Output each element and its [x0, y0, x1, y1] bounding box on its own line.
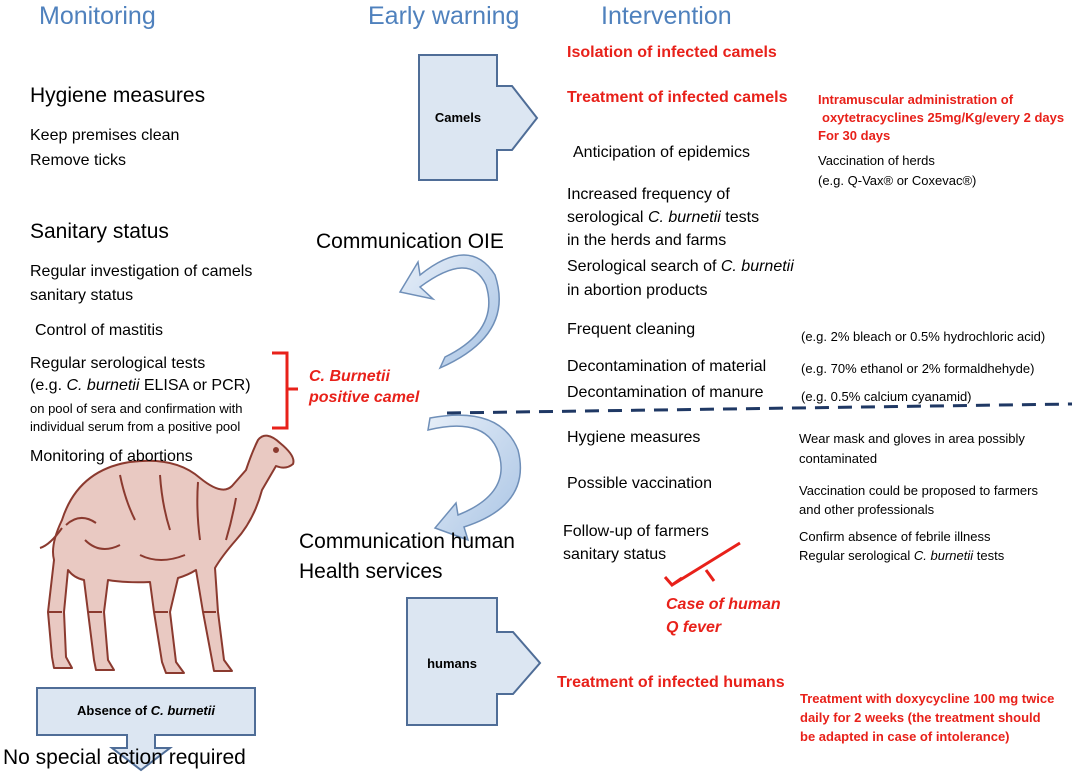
communication-human-line-1: Communication human: [299, 530, 515, 553]
serology-line-2: (e.g. C. burnetii ELISA or PCR): [30, 377, 251, 394]
treatment-camels-detail-3: For 30 days: [818, 128, 891, 143]
isolation-camels: Isolation of infected camels: [567, 44, 777, 61]
decon-manure-detail: (e.g. 0.5% calcium cyanamid): [801, 389, 972, 404]
positive-camel-line-2: positive camel: [309, 389, 420, 406]
header-early-warning: Early warning: [368, 2, 520, 30]
hygiene-title: Hygiene measures: [30, 84, 206, 107]
mastitis-control: Control of mastitis: [35, 322, 164, 339]
absence-box: [36, 687, 256, 772]
humans-box-label: humans: [427, 656, 477, 671]
treatment-camels-detail-2: oxytetracyclines 25mg/Kg/every 2 days: [822, 110, 1065, 125]
serology-line-3: on pool of sera and confirmation with: [30, 401, 243, 416]
followup-1: Follow-up of farmers: [563, 523, 709, 540]
case-human-1: Case of human: [666, 596, 781, 613]
frequent-cleaning: Frequent cleaning: [567, 321, 696, 338]
camels-box-label: Camels: [434, 110, 482, 125]
possible-vaccination-detail-1: Vaccination could be proposed to farmers: [799, 483, 1038, 498]
communication-oie: Communication OIE: [316, 230, 504, 253]
case-human-2: Q fever: [666, 619, 722, 636]
hygiene-human: Hygiene measures: [567, 429, 701, 446]
increased-freq-1: Increased frequency of: [567, 186, 730, 203]
treatment-humans: Treatment of infected humans: [557, 674, 785, 691]
treatment-camels-detail-1: Intramuscular administration of: [818, 92, 1014, 107]
serological-search-1: Serological search of C. burnetii: [567, 258, 794, 275]
frequent-cleaning-detail: (e.g. 2% bleach or 0.5% hydrochloric aci…: [801, 329, 1046, 344]
curved-arrow-oie: [398, 254, 500, 370]
treatment-humans-detail-3: be adapted in case of intolerance): [800, 729, 1010, 744]
camel-illustration: [39, 434, 295, 674]
communication-human-line-2: Health services: [299, 560, 443, 583]
treatment-humans-detail-2: daily for 2 weeks (the treatment should: [800, 710, 1041, 725]
vaccination-herds-2: (e.g. Q-Vax® or Coxevac®): [818, 173, 977, 188]
positive-camel-line-1: C. Burnetii: [309, 368, 390, 385]
serological-search-2: in abortion products: [567, 282, 708, 299]
sanitary-item-1b: sanitary status: [30, 287, 134, 304]
header-monitoring: Monitoring: [39, 2, 156, 30]
serology-line-4: individual serum from a positive pool: [30, 419, 241, 434]
vaccination-herds-1: Vaccination of herds: [818, 153, 935, 168]
no-special-action: No special action required: [3, 746, 246, 769]
camels-block-arrow: [418, 54, 539, 181]
hygiene-human-detail-1: Wear mask and gloves in area possibly: [799, 431, 1025, 446]
increased-freq-3: in the herds and farms: [567, 232, 727, 249]
red-bracket-serology: [272, 351, 298, 430]
header-intervention: Intervention: [601, 2, 732, 30]
decon-manure: Decontamination of manure: [567, 384, 764, 401]
followup-2: sanitary status: [563, 546, 667, 563]
humans-block-arrow: [406, 597, 542, 726]
followup-detail-1: Confirm absence of febrile illness: [799, 529, 991, 544]
possible-vaccination: Possible vaccination: [567, 475, 712, 492]
treatment-humans-detail-1: Treatment with doxycycline 100 mg twice: [800, 691, 1055, 706]
curved-arrow-human: [427, 414, 522, 542]
treatment-camels: Treatment of infected camels: [567, 89, 788, 106]
hygiene-item-2: Remove ticks: [30, 152, 127, 169]
possible-vaccination-detail-2: and other professionals: [799, 502, 935, 517]
red-bracket-followup: [663, 541, 741, 588]
monitoring-abortions: Monitoring of abortions: [30, 448, 193, 465]
hygiene-item-1: Keep premises clean: [30, 127, 180, 144]
decon-material-detail: (e.g. 70% ethanol or 2% formaldhehyde): [801, 361, 1035, 376]
dashed-divider: [446, 402, 1073, 415]
decon-material: Decontamination of material: [567, 358, 767, 375]
anticipation-epidemics: Anticipation of epidemics: [573, 144, 750, 161]
hygiene-human-detail-2: contaminated: [799, 451, 878, 466]
sanitary-item-1a: Regular investigation of camels: [30, 263, 253, 280]
followup-detail-2: Regular serological C. burnetii tests: [799, 548, 1005, 563]
absence-box-label: Absence of C. burnetii: [77, 703, 215, 718]
serology-line-1: Regular serological tests: [30, 355, 206, 372]
increased-freq-2: serological C. burnetii tests: [567, 209, 760, 226]
sanitary-title: Sanitary status: [30, 220, 169, 243]
